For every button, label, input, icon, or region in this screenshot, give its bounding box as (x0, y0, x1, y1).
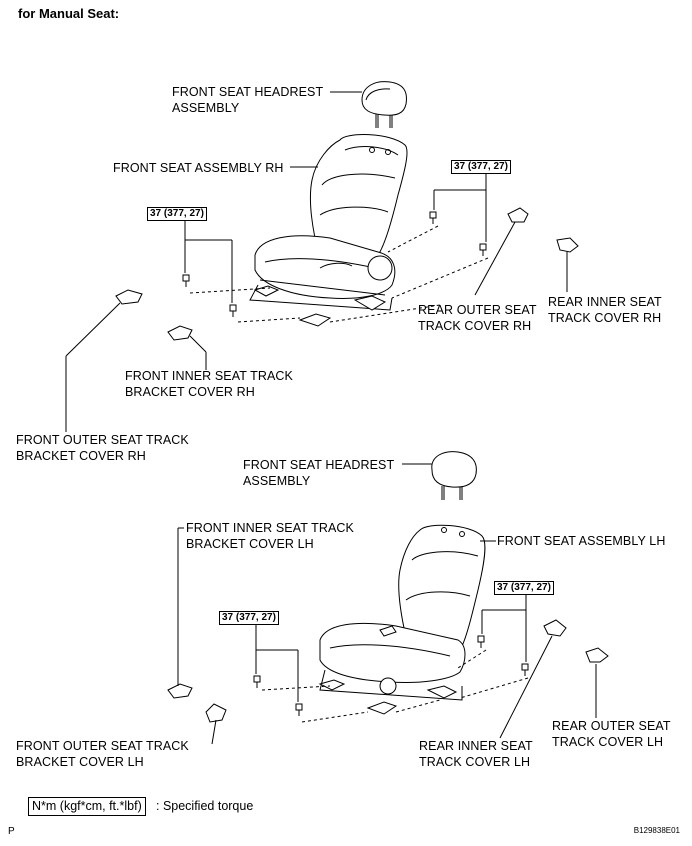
lh-headrest (431, 451, 477, 500)
lh-front-outer-line1: FRONT OUTER SEAT TRACK (16, 739, 189, 753)
lh-rear-outer-label: REAR OUTER SEAT TRACK COVER LH (552, 718, 671, 750)
rh-headrest (361, 81, 407, 128)
lh-front-inner-line2: BRACKET COVER LH (186, 537, 314, 551)
rh-torque-label-front: 37 (377, 27) (147, 207, 207, 221)
rh-headrest-label-line1: FRONT SEAT HEADREST (172, 85, 324, 99)
rh-covers (115, 207, 579, 341)
page-letter: P (8, 826, 15, 837)
lh-bolts (253, 635, 529, 716)
rh-rear-outer-line2: TRACK COVER RH (418, 319, 532, 333)
rh-seat (249, 134, 408, 327)
rh-rear-inner-line1: REAR INNER SEAT (548, 295, 662, 309)
rh-torque-leaders (184, 174, 487, 303)
rh-front-outer-line1: FRONT OUTER SEAT TRACK (16, 433, 189, 447)
lh-headrest-label-line2: ASSEMBLY (243, 474, 311, 488)
lh-dashed-lines (261, 649, 529, 723)
lh-rear-outer-line1: REAR OUTER SEAT (552, 719, 671, 733)
rh-front-inner-label: FRONT INNER SEAT TRACK BRACKET COVER RH (125, 368, 293, 400)
rh-seat-label: FRONT SEAT ASSEMBLY RH (113, 161, 284, 175)
rh-headrest-label: FRONT SEAT HEADREST ASSEMBLY (172, 84, 323, 116)
lh-headrest-label: FRONT SEAT HEADREST ASSEMBLY (243, 457, 394, 489)
lh-rear-inner-line1: REAR INNER SEAT (419, 739, 533, 753)
rh-front-inner-line1: FRONT INNER SEAT TRACK (125, 369, 293, 383)
figure-code: B129838E01 (633, 826, 680, 835)
lh-front-outer-line2: BRACKET COVER LH (16, 755, 144, 769)
lh-front-inner-line1: FRONT INNER SEAT TRACK (186, 521, 354, 535)
lh-front-inner-label: FRONT INNER SEAT TRACK BRACKET COVER LH (186, 520, 354, 552)
lh-torque-label-front: 37 (377, 27) (219, 611, 279, 625)
rh-torque-label-rear: 37 (377, 27) (451, 160, 511, 174)
lh-rear-inner-label: REAR INNER SEAT TRACK COVER LH (419, 738, 533, 770)
rh-rear-inner-label: REAR INNER SEAT TRACK COVER RH (548, 294, 662, 326)
lh-rear-outer-line2: TRACK COVER LH (552, 735, 664, 749)
rh-rear-inner-line2: TRACK COVER RH (548, 311, 662, 325)
lh-label-leaders (177, 463, 597, 745)
rh-front-inner-line2: BRACKET COVER RH (125, 385, 255, 399)
lh-torque-label-rear: 37 (377, 27) (494, 581, 554, 595)
rh-front-outer-line2: BRACKET COVER RH (16, 449, 146, 463)
rh-label-leaders (65, 91, 568, 432)
lh-seat-label: FRONT SEAT ASSEMBLY LH (497, 534, 666, 548)
rh-headrest-label-line2: ASSEMBLY (172, 101, 240, 115)
rh-bolts (182, 211, 487, 317)
legend-torque-box: N*m (kgf*cm, ft.*lbf) (28, 797, 146, 816)
legend-torque-text: : Specified torque (156, 799, 254, 813)
rh-rear-outer-label: REAR OUTER SEAT TRACK COVER RH (418, 302, 537, 334)
lh-seat (318, 524, 486, 715)
lh-front-outer-label: FRONT OUTER SEAT TRACK BRACKET COVER LH (16, 738, 189, 770)
lh-torque-leaders (255, 595, 527, 702)
page-title: for Manual Seat: (18, 6, 120, 21)
lh-rear-inner-line2: TRACK COVER LH (419, 755, 531, 769)
rh-rear-outer-line1: REAR OUTER SEAT (418, 303, 537, 317)
rh-dashed-lines (189, 225, 489, 323)
lh-headrest-label-line1: FRONT SEAT HEADREST (243, 458, 395, 472)
rh-front-outer-label: FRONT OUTER SEAT TRACK BRACKET COVER RH (16, 432, 189, 464)
